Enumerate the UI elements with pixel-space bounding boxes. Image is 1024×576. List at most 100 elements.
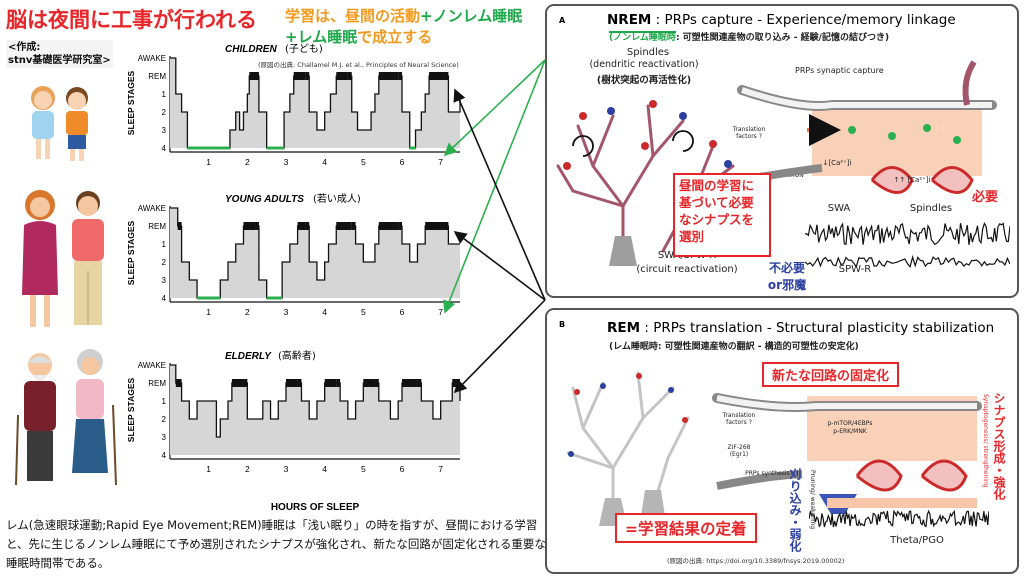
arrow-nrem-adults [443,59,546,314]
elderly-illustration [15,349,117,486]
arrow-rem-children [453,88,546,301]
hour-tick-label: 3 [284,464,289,474]
y-axis-label: SLEEP STAGES [126,220,136,285]
rem-block [363,379,375,387]
circuit-label: (circuit reactivation) [636,264,738,275]
prps-capture-label: PRPs synaptic capture [795,66,884,75]
rem-block [402,379,418,387]
hypnogram-fill [170,365,460,455]
rem-block [297,379,302,387]
panel-a-subtitle: (ノンレム睡眠時: 可塑性関連産物の取り込み - 経験/記憶の結びつき) [609,30,889,43]
hypnogram-group-title: YOUNG ADULTS [225,194,304,205]
translation-factors-a: Translation factors ? [732,126,766,140]
hour-tick-label: 6 [400,464,405,474]
hour-tick-label: 4 [322,307,327,317]
panel-b-subtitle: (レム睡眠時: 可塑性関連産物の翻訳 - 構造的可塑性の安定化) [609,342,859,352]
stage-tick-label: AWAKE [138,54,166,63]
stage-tick-label: 4 [162,451,167,460]
selection-note-box: 昼間の学習に基づいて必要なシナプスを選別 [673,173,771,257]
eeg-trace-b [809,509,989,528]
synapse-label-en: Synaptogenesis/ strengthening [982,394,989,488]
stage-tick-label: 1 [162,240,167,249]
mtor-label: p-mTOR/4EBPs [827,420,873,427]
circuit-fixation-box: 新たな回路の固定化 [762,362,900,387]
panel-a-title-bold: NREM [607,12,652,28]
panel-b-title: REM : PRPs translation - Structural plas… [607,320,994,336]
hypnogram-fill [170,208,460,298]
rem-block [425,222,445,230]
hypnogram-group-title-jp: (高齢者) [278,349,316,362]
rem-block [297,222,306,230]
bottom-description: レム(急速眼球運動;Rapid Eye Movement;REM)睡眠は「浅い眠… [6,518,546,570]
spindles-label: Spindles [626,47,670,58]
arrow-rem-adults [453,231,546,301]
author-credit: <作成: stnv基礎医学研究室> [6,40,113,68]
synapse-label-jp: シナプス形成・強化 [992,392,1006,500]
spindles-trace-label: Spindles [909,203,953,214]
rem-block [347,72,352,80]
zif-label: ZIF-268 (Egr1) [727,444,751,458]
rem-block [336,222,352,230]
rem-block [305,72,310,80]
rem-block [378,72,399,80]
stage-tick-label: 2 [162,258,167,267]
page-subtitle: 学習は、昼間の活動+ノンレム睡眠 +レム睡眠で成立する [285,6,522,48]
panel-a-subtitle-rest: : 可塑性関連産物の取り込み - 経験/記憶の結びつき) [675,33,890,43]
y-axis-label: SLEEP STAGES [126,377,136,442]
hour-tick-label: 6 [400,307,405,317]
panel-b-source: (原図の出典: https://doi.org/10.3389/fnsys.20… [667,557,845,565]
rem-block [175,379,182,387]
rem-block [177,222,182,230]
rem-block [255,222,259,230]
hour-tick-label: 5 [361,464,366,474]
rem-block [398,222,402,230]
hour-tick-label: 5 [361,307,366,317]
theta-label: Theta/PGO [890,535,944,546]
spwr-label: SPW-R [838,264,872,275]
panel-a-title: NREM : PRPs capture - Experience/memory … [607,12,956,28]
stage-tick-label: 2 [162,415,167,424]
pruning-label-en: Pruning/ weakening [809,470,816,530]
stage-tick-label: 2 [162,108,167,117]
hour-tick-label: 2 [245,157,250,167]
panel-b-letter: B [559,320,566,329]
hypnogram-fill [170,58,460,148]
rem-block [231,379,244,387]
rem-block [305,222,310,230]
hour-tick-label: 4 [322,464,327,474]
subtitle-line2-a: +レム睡眠 [285,28,358,46]
subtitle-line1-a: 学習は、昼間の活動 [285,7,421,25]
pruning-label-jp: 刈り込み・弱化 [788,468,802,552]
hour-tick-label: 1 [206,307,211,317]
rem-block [324,379,337,387]
swa-label: SWA [827,203,851,214]
author-line2: stnv基礎医学研究室> [8,55,111,66]
ca-label-low: ↓[Ca²⁺]i [822,159,852,167]
stage-tick-label: AWAKE [138,361,166,370]
hypnogram-trace [170,57,461,149]
hour-tick-label: 3 [284,157,289,167]
stage-tick-label: 3 [162,276,167,285]
neuron-illustration-b [566,371,690,526]
rem-block [429,72,445,80]
stage-tick-label: REM [148,222,166,231]
hour-tick-label: 2 [245,464,250,474]
hour-tick-label: 7 [438,157,443,167]
stage-tick-label: REM [148,72,166,81]
learning-result-box: =学習結果の定着 [615,513,757,543]
subtitle-line1-b: +ノンレム睡眠 [420,7,523,25]
stage-tick-label: 1 [162,397,167,406]
hypnogram-group-title-jp: (若い成人) [313,192,361,205]
page-title: 脳は夜間に工事が行われる [6,8,257,32]
translation-factors-b: Translation factors ? [722,412,756,426]
rem-block [286,379,298,387]
author-line1: <作成: [8,42,41,53]
rem-block [293,72,306,80]
panel-a-letter: A [559,16,566,25]
rem-block [336,379,341,387]
eeg-traces-a [805,222,1010,269]
hour-tick-label: 1 [206,157,211,167]
adults-illustration [22,190,104,327]
rem-block [444,222,449,230]
hour-tick-label: 2 [245,307,250,317]
